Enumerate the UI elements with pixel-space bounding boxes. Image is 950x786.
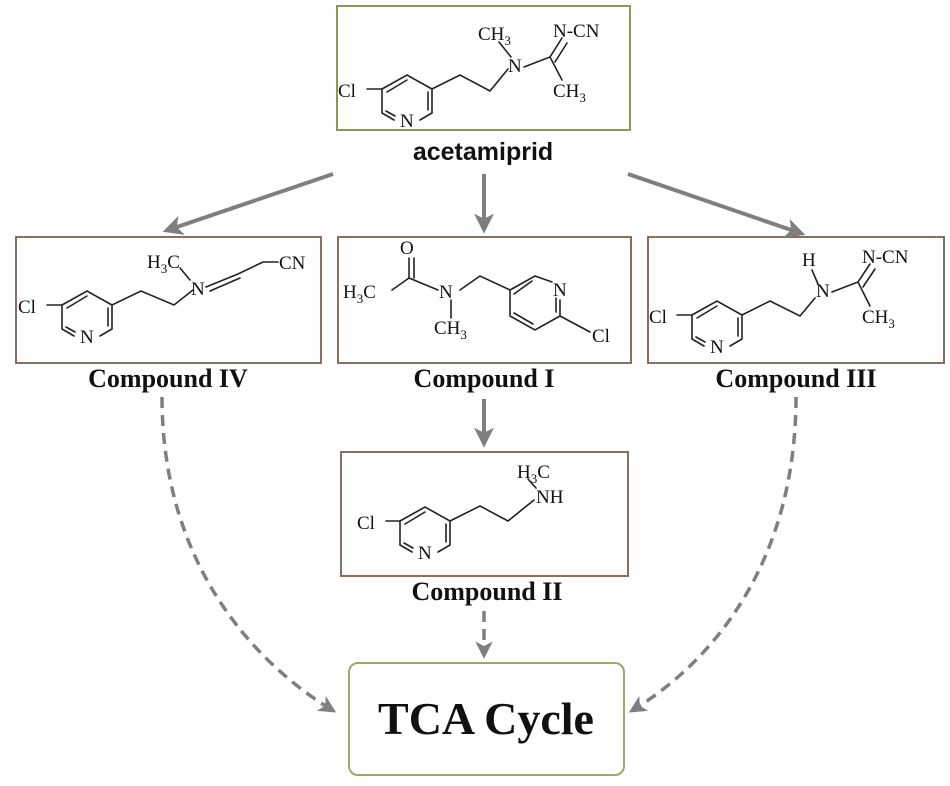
compound-i-structure: O H3C N CH3 N Cl bbox=[343, 238, 610, 347]
compound-i-h3c: H3C bbox=[343, 282, 376, 306]
compound-iii-ch3: CH3 bbox=[862, 307, 895, 331]
compound-iv-cn: CN bbox=[279, 253, 306, 274]
compound-i-label: Compound I bbox=[414, 364, 555, 393]
compound-i-box bbox=[337, 236, 632, 364]
acetamiprid-ring-n: N bbox=[400, 111, 414, 132]
compound-ii-cl: Cl bbox=[357, 513, 375, 534]
compound-i-cl: Cl bbox=[592, 326, 610, 347]
compound-ii-h3c: H3C bbox=[517, 462, 550, 486]
compound-ii-nh: NH bbox=[536, 487, 564, 508]
compound-iv-label: Compound IV bbox=[88, 364, 248, 393]
compound-iii-ncn: N-CN bbox=[862, 247, 909, 268]
compound-iii-ring-n: N bbox=[710, 337, 724, 358]
compound-ii-ring-n: N bbox=[418, 543, 432, 564]
pathway-arrows bbox=[160, 172, 806, 713]
compound-ii-node: Cl N H3C NH Compound II bbox=[340, 451, 629, 606]
compound-ii-label: Compound II bbox=[411, 577, 562, 606]
compound-i-ch3: CH3 bbox=[434, 318, 467, 342]
compound-iii-cl: Cl bbox=[649, 307, 667, 328]
compound-iv-cl: Cl bbox=[18, 297, 36, 318]
acetamiprid-amine-n: N bbox=[508, 56, 522, 77]
compound-iii-amine-n: N bbox=[816, 281, 830, 302]
compound-iii-h: H bbox=[802, 250, 816, 271]
compound-iv-structure: Cl N N H3C CN bbox=[18, 252, 306, 348]
compound-i-oxygen: O bbox=[400, 238, 414, 259]
acetamiprid-label: acetamiprid bbox=[413, 138, 553, 166]
acetamiprid-box bbox=[336, 5, 631, 131]
compound-iii-structure: Cl N N H N-CN CH3 bbox=[649, 247, 909, 358]
arrow-compound-iv-to-tca bbox=[160, 396, 337, 713]
arrow-compound-iii-to-tca bbox=[628, 396, 798, 713]
compound-iv-ch3: H3C bbox=[147, 252, 180, 276]
compound-iv-amine-n: N bbox=[191, 279, 205, 300]
compound-ii-box bbox=[340, 451, 629, 577]
compound-iii-node: Cl N N H N-CN CH3 Compound III bbox=[647, 236, 945, 393]
tca-cycle-node: TCA Cycle bbox=[348, 662, 625, 776]
arrow-acetamiprid-to-compound-iv bbox=[162, 172, 334, 235]
tca-cycle-label: TCA Cycle bbox=[378, 693, 594, 744]
acetamiprid-ch3-bottom: CH3 bbox=[553, 81, 586, 105]
compound-i-node: O H3C N CH3 N Cl Compound I bbox=[337, 236, 632, 393]
acetamiprid-ch3-top: CH3 bbox=[478, 24, 511, 48]
compound-i-ring-n: N bbox=[553, 280, 567, 301]
acetamiprid-node: Cl N N CH3 N-CN CH3 acetamiprid bbox=[336, 5, 631, 166]
compound-iv-box bbox=[15, 236, 322, 364]
acetamiprid-cl: Cl bbox=[338, 81, 356, 102]
compound-iii-label: Compound III bbox=[715, 364, 876, 393]
acetamiprid-structure: Cl N N CH3 N-CN CH3 bbox=[338, 21, 600, 132]
acetamiprid-ncn: N-CN bbox=[553, 21, 600, 42]
compound-iv-node: Cl N N H3C CN Compound IV bbox=[15, 236, 322, 393]
tca-cycle-box bbox=[348, 662, 625, 776]
compound-i-amide-n: N bbox=[439, 282, 453, 303]
arrow-acetamiprid-to-compound-iii bbox=[627, 172, 806, 238]
compound-iv-ring-n: N bbox=[80, 327, 94, 348]
compound-ii-structure: Cl N H3C NH bbox=[357, 462, 564, 564]
